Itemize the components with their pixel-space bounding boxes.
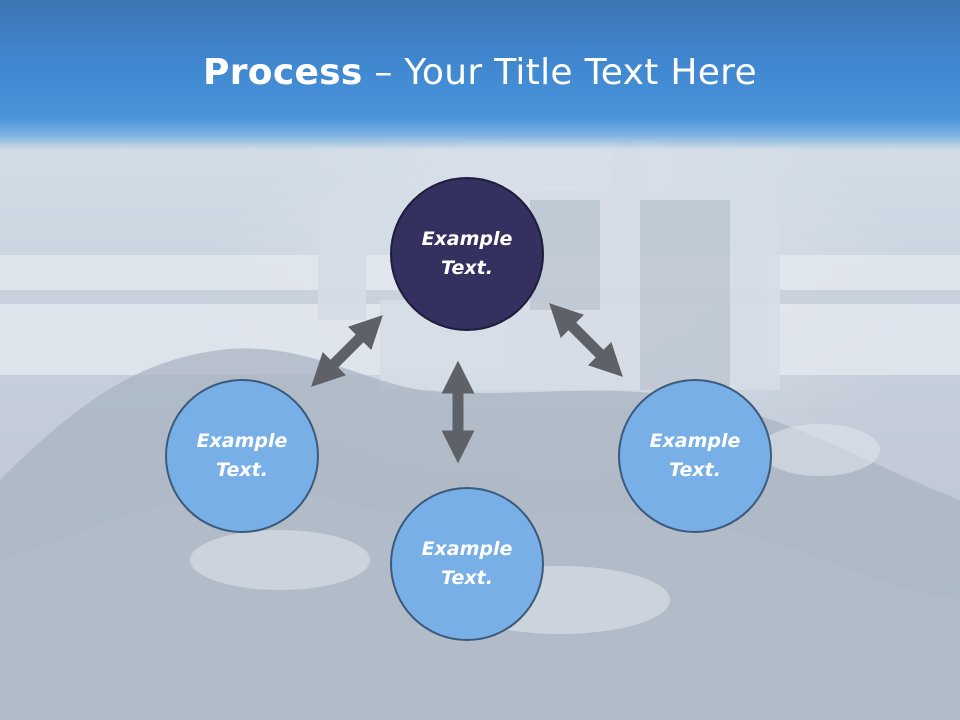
process-node-top: Example Text. bbox=[390, 177, 544, 331]
process-node-left: Example Text. bbox=[165, 379, 319, 533]
node-bottom-label: Example Text. bbox=[421, 538, 513, 589]
arrow-top-right bbox=[549, 303, 623, 377]
node-top-label: Example Text. bbox=[421, 228, 513, 279]
process-node-right: Example Text. bbox=[618, 379, 772, 533]
title-bar bbox=[0, 0, 960, 150]
arrow-top-left bbox=[311, 315, 383, 387]
node-left-label: Example Text. bbox=[196, 430, 288, 481]
slide-title: Process – Your Title Text Here bbox=[0, 52, 960, 93]
process-node-bottom: Example Text. bbox=[390, 487, 544, 641]
node-right-label: Example Text. bbox=[649, 430, 741, 481]
title-bold: Process bbox=[203, 52, 363, 93]
title-rest: – Your Title Text Here bbox=[362, 52, 757, 93]
